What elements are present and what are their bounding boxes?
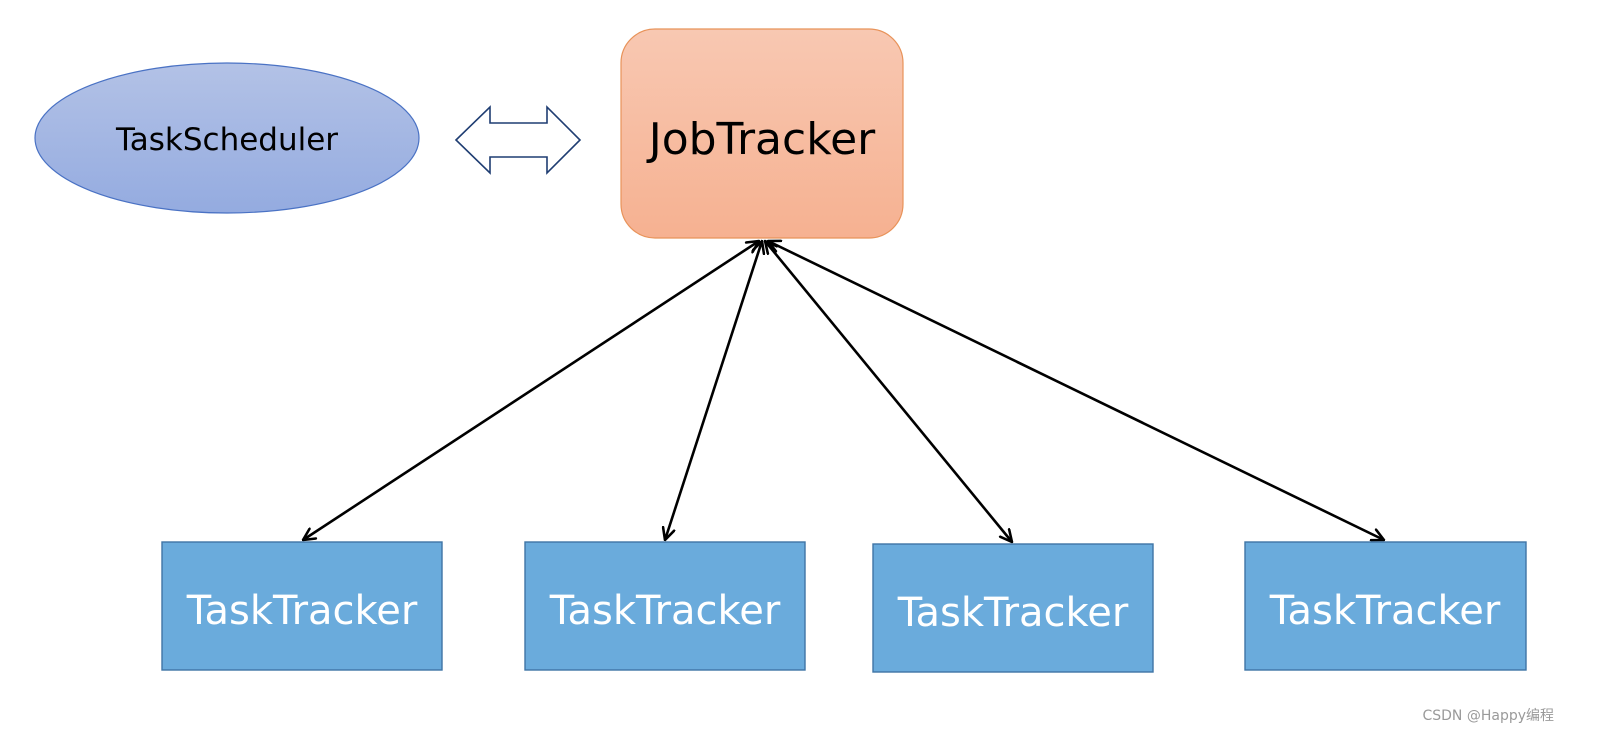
connector-job-to-tracker-2 bbox=[665, 241, 762, 540]
task-tracker-label-3: TaskTracker bbox=[897, 590, 1129, 636]
connector-job-to-tracker-4 bbox=[768, 241, 1384, 540]
task-scheduler-label: TaskScheduler bbox=[115, 122, 338, 158]
connector-job-to-tracker-1 bbox=[303, 241, 759, 540]
task-scheduler-node: TaskScheduler bbox=[34, 62, 420, 214]
task-tracker-label-4: TaskTracker bbox=[1269, 588, 1501, 634]
task-tracker-node-3: TaskTracker bbox=[872, 543, 1154, 673]
task-tracker-node-2: TaskTracker bbox=[524, 541, 806, 671]
connector-group bbox=[303, 241, 1384, 542]
task-tracker-node-4: TaskTracker bbox=[1244, 541, 1527, 671]
watermark-text: CSDN @Happy编程 bbox=[1422, 708, 1554, 724]
task-tracker-label-1: TaskTracker bbox=[186, 588, 418, 634]
task-tracker-label-2: TaskTracker bbox=[549, 588, 781, 634]
job-tracker-label: JobTracker bbox=[646, 114, 876, 165]
connector-job-to-tracker-3 bbox=[765, 241, 1012, 542]
scheduler-job-double-arrow bbox=[454, 105, 582, 175]
task-tracker-node-1: TaskTracker bbox=[161, 541, 443, 671]
job-tracker-node: JobTracker bbox=[620, 28, 904, 239]
